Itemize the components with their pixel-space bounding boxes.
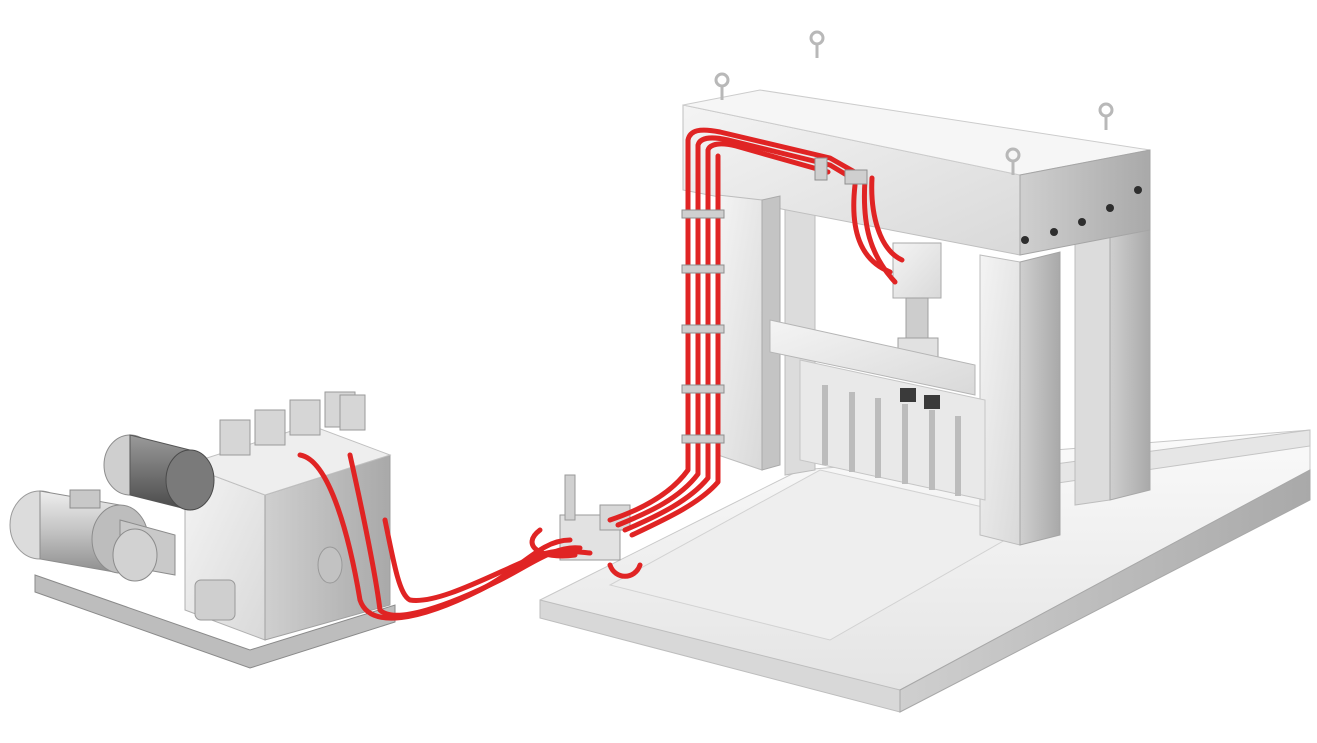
hydraulic-power-unit [9, 391, 396, 669]
hose-clamps [681, 157, 868, 444]
lifting-eye-icons [714, 30, 1114, 175]
crossbeam-bolt-holes [1021, 186, 1142, 244]
press-cylinder [892, 242, 942, 359]
motor-rear [103, 434, 215, 511]
test-fixture [769, 319, 986, 501]
hydraulic-hoses [297, 127, 905, 621]
